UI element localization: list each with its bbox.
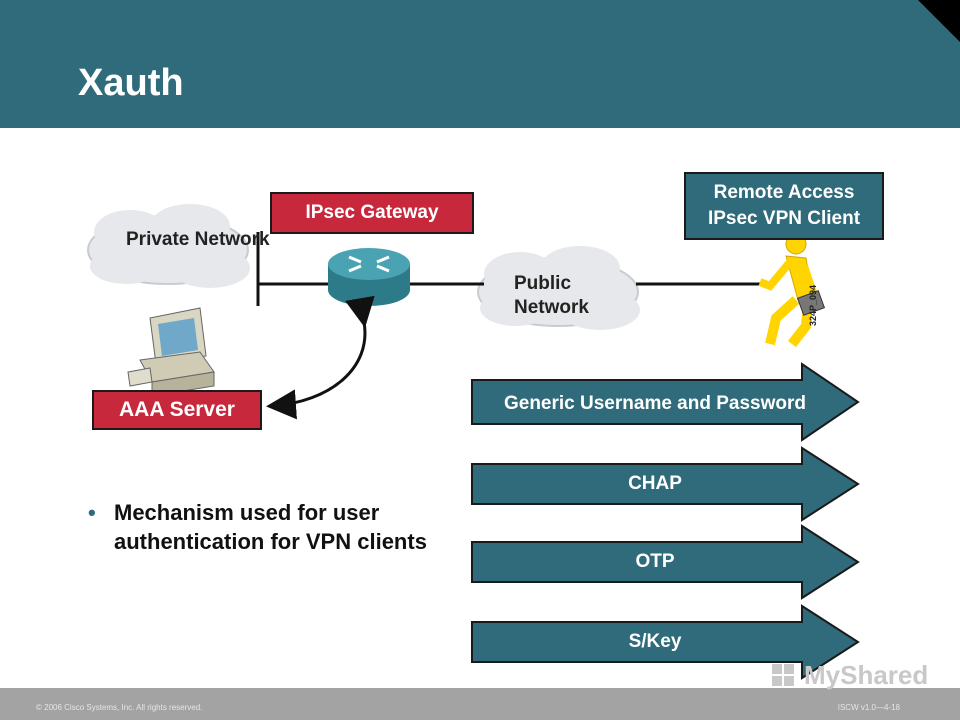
router-icon: [328, 248, 410, 306]
slide-title: Xauth: [78, 62, 184, 104]
title-bar: Xauth: [0, 0, 960, 128]
public-network-cloud: [477, 246, 640, 330]
vpn-client-label: Remote Access IPsec VPN Client: [684, 172, 884, 240]
method-arrow-3: [471, 524, 860, 600]
public-network-label: Public Network: [514, 273, 589, 318]
watermark-text: MyShared: [804, 660, 929, 690]
auth-double-arrow: [266, 295, 375, 420]
figure-id: 324P_094: [808, 284, 818, 326]
method-item-4: S/Key: [470, 604, 858, 680]
bullet-marker: •: [88, 500, 96, 525]
aaa-server-label: AAA Server: [92, 390, 262, 430]
method-label: Generic Username and Password: [503, 393, 806, 414]
aaa-server-computer-icon: [127, 307, 215, 397]
copyright-text: © 2006 Cisco Systems, Inc. All rights re…: [36, 703, 203, 712]
vpn-client-label-line1: Remote Access: [713, 182, 855, 203]
method-label: CHAP: [628, 473, 682, 494]
method-item-2: CHAP: [470, 446, 858, 522]
vpn-client-label-line2: IPsec VPN Client: [707, 208, 861, 229]
bullet-text: Mechanism used for user authentication f…: [114, 500, 427, 554]
footer-bar: © 2006 Cisco Systems, Inc. All rights re…: [0, 688, 960, 720]
method-label: OTP: [635, 551, 675, 572]
method-item-1: Generic Username and Password: [470, 364, 858, 440]
method-label: S/Key: [628, 631, 682, 652]
method-arrow-1: [471, 362, 860, 442]
private-network-cloud: [87, 204, 250, 288]
vpn-user-icon: [758, 233, 826, 348]
watermark-logo-icon: [772, 664, 794, 686]
corner-decoration: [918, 0, 960, 42]
method-arrow-2: [471, 446, 860, 522]
private-network-label: Private Network: [126, 229, 270, 250]
ipsec-gateway-label: IPsec Gateway: [270, 192, 474, 234]
method-item-3: OTP: [470, 524, 858, 600]
course-code: ISCW v1.0—4-18: [837, 703, 900, 712]
method-arrow-4: [471, 604, 860, 680]
